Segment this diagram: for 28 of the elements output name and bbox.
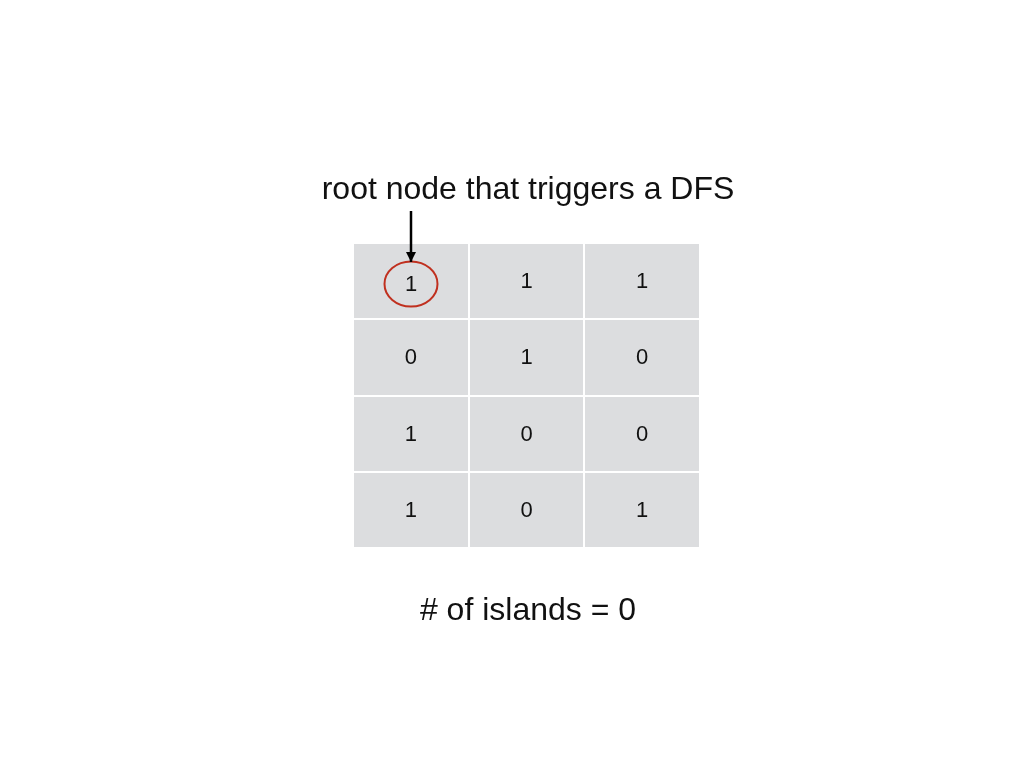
grid-cell (585, 320, 700, 395)
grid-cell (354, 244, 468, 319)
grid-cell (585, 472, 700, 548)
highlight-circle (383, 260, 439, 308)
cell-value: 0 (520, 497, 533, 524)
cell-value: 0 (636, 420, 649, 447)
cell-value: 1 (404, 271, 418, 297)
cell-value: 1 (404, 420, 417, 447)
grid-cell (469, 396, 584, 471)
cell-value: 1 (404, 497, 417, 524)
cell-value: 0 (404, 344, 417, 371)
cell-value: 0 (636, 344, 649, 371)
cell-value: 1 (520, 344, 533, 371)
cell-value: 1 (636, 497, 649, 524)
result-text: # of islands = 0 (419, 590, 637, 628)
grid-cell (585, 244, 700, 319)
cell-value: 0 (520, 420, 533, 447)
grid-cell (354, 396, 468, 471)
grid-cell (469, 320, 584, 395)
grid-cell (469, 244, 584, 319)
arrow (406, 211, 416, 262)
grid-cell (354, 320, 468, 395)
grid-cell (354, 472, 468, 548)
cell-value: 1 (520, 268, 533, 295)
grid-cell (469, 472, 584, 548)
cell-value: 1 (636, 268, 649, 295)
grid-cell (585, 396, 700, 471)
annotation-text: root node that triggers a DFS (321, 169, 735, 207)
